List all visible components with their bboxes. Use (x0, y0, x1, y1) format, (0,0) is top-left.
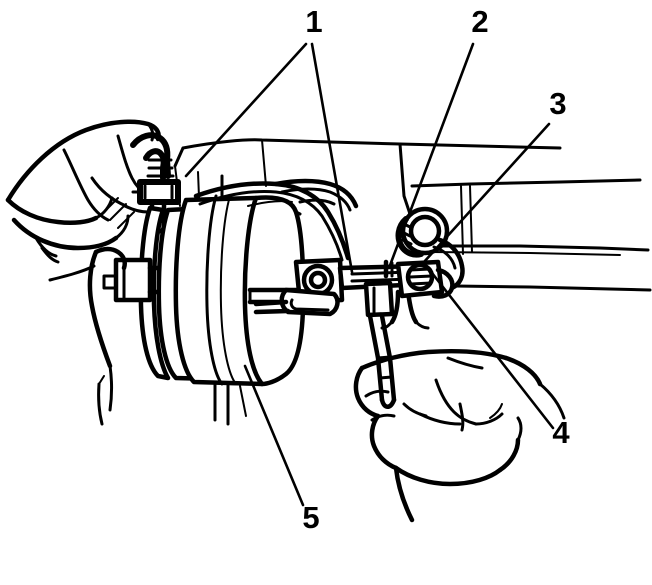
leader-4 (430, 271, 555, 430)
callout-number-5: 5 (302, 500, 319, 535)
leader-1a (184, 42, 308, 178)
leader-3 (422, 122, 551, 264)
callout-leaders (184, 42, 555, 507)
leader-1b (310, 42, 354, 274)
callout-number-2: 2 (471, 4, 488, 39)
leader-5 (243, 364, 305, 507)
clevis (253, 257, 345, 317)
vacuum-brake-booster (102, 174, 306, 426)
vacuum-hose (130, 132, 175, 181)
right-hand (353, 349, 543, 523)
callout-numbers: 1 2 3 4 5 (302, 4, 570, 535)
leader-2 (387, 42, 475, 270)
callout-number-1: 1 (305, 4, 322, 39)
callout-number-3: 3 (549, 86, 566, 121)
callout-number-4: 4 (552, 415, 570, 450)
brake-pedal-bracket (193, 178, 359, 262)
left-forearm (48, 246, 127, 426)
right-forearm (538, 382, 566, 420)
